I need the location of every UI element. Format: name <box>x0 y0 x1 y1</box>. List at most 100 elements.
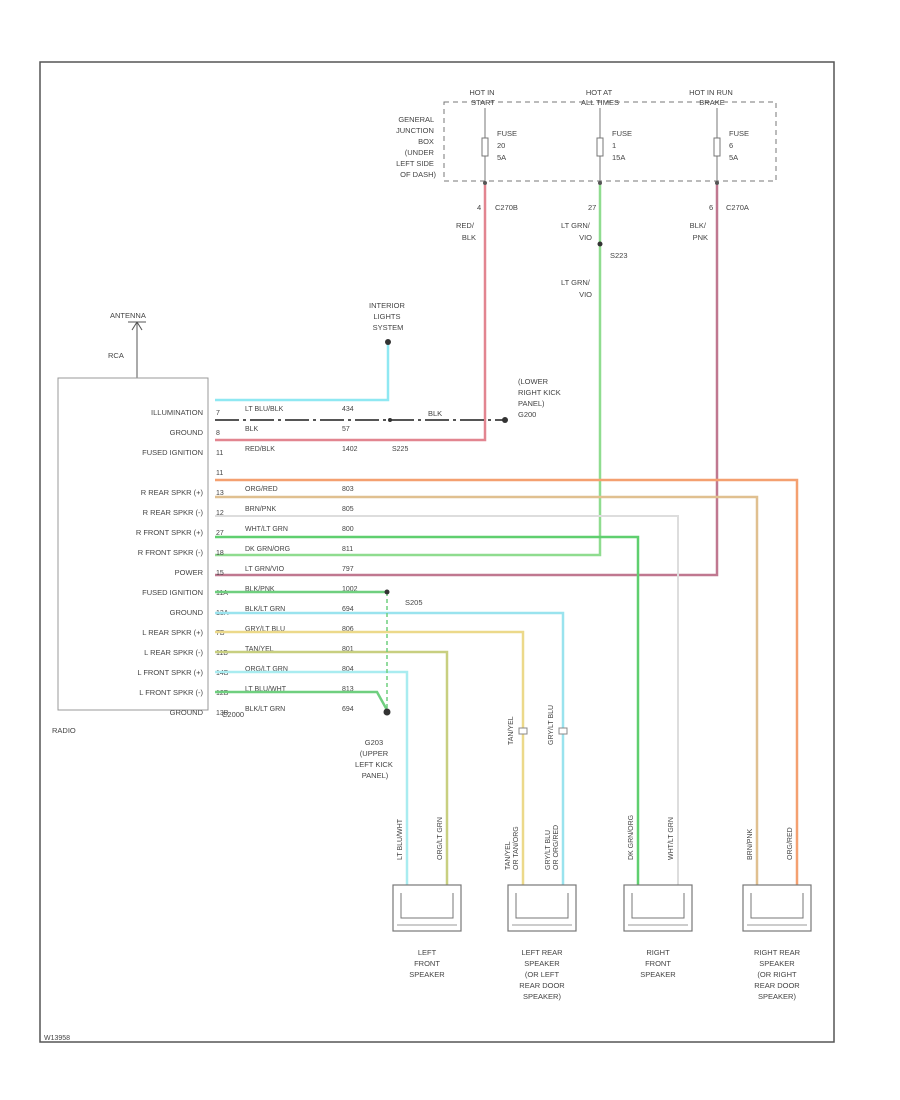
junction-box-outline <box>443 101 777 182</box>
radio-pin-number: 13B <box>216 710 229 717</box>
radio-pin-circuit: 800 <box>342 526 354 533</box>
radio-pin-function: L REAR SPKR (-) <box>144 648 203 657</box>
fuse-6: HOT IN RUN BRAKE FUSE 6 5A 6 C270A <box>689 88 749 212</box>
speaker-body <box>507 884 577 932</box>
radio-pin-wire-color: ORG/LT GRN <box>245 666 288 673</box>
fuse-6-hot-label: HOT IN RUN BRAKE <box>689 88 735 107</box>
fuse-20-label: FUSE 20 5A <box>497 129 519 162</box>
ground-g203-point <box>383 708 391 716</box>
wire-lt-grn-vio-label: LT GRN/ VIO <box>561 221 592 242</box>
radio-pin-circuit: 797 <box>342 566 354 573</box>
radio-pin-function: R REAR SPKR (+) <box>141 488 204 497</box>
junction-box-label: GENERAL JUNCTION BOX (UNDER LEFT SIDE OF… <box>396 115 437 179</box>
wire-lt-grn-vio-label-2: LT GRN/ VIO <box>561 278 592 299</box>
radio-pin-function: L REAR SPKR (+) <box>142 628 203 637</box>
interior-lights-system: INTERIOR LIGHTS SYSTEM <box>215 301 405 402</box>
splice-s205: S205 <box>405 598 423 607</box>
wire-red-blk-label: RED/ BLK <box>456 221 476 242</box>
wire-dk-grn-org <box>215 535 640 885</box>
radio-pin-number: 18 <box>216 550 224 557</box>
fuse-1: HOT AT ALL TIMES FUSE 1 15A 27 <box>581 88 634 212</box>
wire-brn-pnk <box>215 495 759 885</box>
radio-pin-wire-color: DK GRN/ORG <box>245 546 290 553</box>
speaker-cone <box>750 893 804 919</box>
rf-wire-label-2: WHT/LT GRN <box>668 817 675 860</box>
radio-pin-circuit: 803 <box>342 486 354 493</box>
radio-pin-function: R FRONT SPKR (+) <box>136 528 204 537</box>
radio-pin-number: 7 <box>216 410 220 417</box>
lr-wire-label-2b: OR ORG/RED <box>553 825 560 870</box>
radio-pin-circuit: 804 <box>342 666 354 673</box>
radio-pin-wire-color: BLK <box>245 426 259 433</box>
radio-pin-function: FUSED IGNITION <box>142 448 203 457</box>
wire-blk-lt-grn-ground-2 <box>215 690 389 711</box>
wire-org-lt-grn <box>215 650 449 885</box>
mid-label-tan-yel: TAN/YEL <box>508 716 515 745</box>
diagram-id: W13958 <box>44 1035 70 1042</box>
radio-pin-wire-color: GRY/LT BLU <box>245 626 285 633</box>
wire-blk-pnk <box>215 185 719 577</box>
antenna-wire-label: RCA <box>108 351 124 360</box>
radio-box <box>57 377 209 711</box>
rr-wire-label-2: ORG/RED <box>787 827 794 860</box>
fuse-1-symbol <box>596 137 604 157</box>
radio-pin-wire-color: WHT/LT GRN <box>245 526 288 533</box>
fuse-20-pin: 4 <box>477 203 481 212</box>
lf-wire-label-2: ORG/LT GRN <box>437 817 444 860</box>
connector-c270a: C270A <box>726 203 749 212</box>
lr-wire-label-2a: GRY/LT BLU <box>545 830 552 870</box>
antenna: ANTENNA RCA <box>108 311 146 378</box>
rr-wire-label-1: BRN/PNK <box>747 829 754 860</box>
radio-pin-wire-color: BLK/LT GRN <box>245 606 285 613</box>
fuse-1-pin: 27 <box>588 203 596 212</box>
wire-org-red <box>215 478 799 885</box>
radio-pin-wire-color: TAN/YEL <box>245 646 274 653</box>
g203-label: G203 (UPPER LEFT KICK PANEL) <box>355 738 395 780</box>
radio-pin-number: 11A <box>216 590 228 597</box>
radio-pin-circuit: 694 <box>342 606 354 613</box>
radio-pin-circuit: 1002 <box>342 586 358 593</box>
radio-pin-wire-color: BRN/PNK <box>245 506 276 513</box>
radio-pin-wire-color: LT BLU/BLK <box>245 406 284 413</box>
radio-pin-circuit: 1402 <box>342 446 358 453</box>
wire-lt-blu-blk <box>215 342 390 402</box>
radio-pin-function: L FRONT SPKR (-) <box>139 688 203 697</box>
radio-pin-number: 8 <box>216 430 220 437</box>
wire-red-blk <box>215 185 487 442</box>
radio-pin-wire-color: RED/BLK <box>245 446 275 453</box>
radio-pin-function: L FRONT SPKR (+) <box>137 668 203 677</box>
radio-pin-function: GROUND <box>170 608 204 617</box>
radio-pin-function: GROUND <box>170 428 204 437</box>
connector-c270b: C270B <box>495 203 518 212</box>
radio-pin-number: 11 <box>216 450 223 457</box>
lf-wire-label-1: LT BLU/WHT <box>397 818 404 860</box>
radio-pin-wire-color: BLK/PNK <box>245 586 275 593</box>
radio-pin-function: POWER <box>175 568 204 577</box>
radio-pin-number: 15 <box>216 570 224 577</box>
radio-pin-circuit: 57 <box>342 426 350 433</box>
fuse-6-pin: 6 <box>709 203 713 212</box>
radio-pin-circuit: 801 <box>342 646 354 653</box>
fuse-1-label: FUSE 1 15A <box>612 129 634 162</box>
speaker-body <box>742 884 812 932</box>
